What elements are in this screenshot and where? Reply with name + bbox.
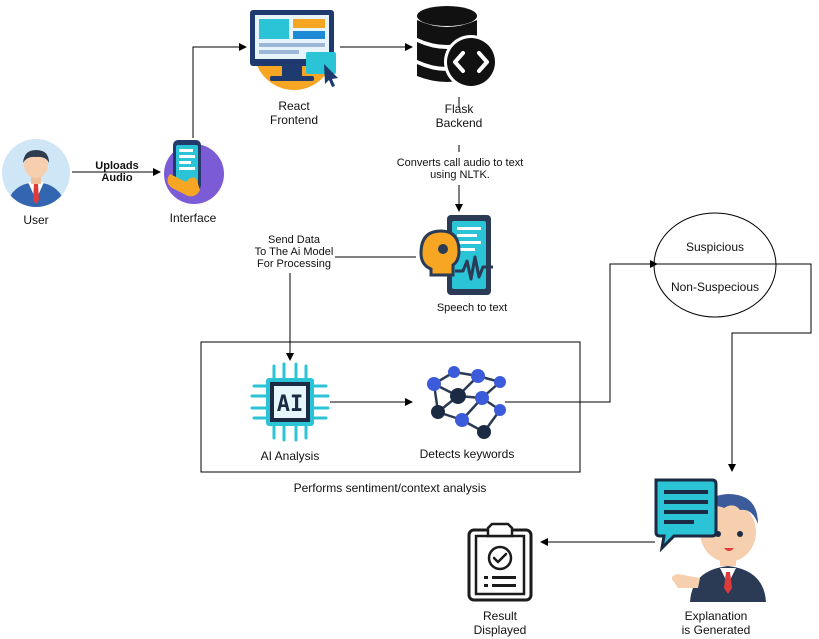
ai-chip-text: AI: [277, 392, 304, 417]
detects-keywords-label: Detects keywords: [419, 447, 515, 461]
outcome-non-suspicious: Non-Suspecious: [670, 280, 760, 294]
flask-backend-label: Flask Backend: [435, 102, 483, 130]
speech-recognition-icon: [419, 215, 493, 295]
explanation-label: Explanation is Generated: [681, 609, 751, 637]
outcome-suspicious: Suspicious: [685, 240, 745, 254]
ai-analysis-label: AI Analysis: [260, 449, 320, 463]
react-frontend-label: React Frontend: [269, 99, 319, 127]
neural-network-icon: [427, 366, 506, 439]
analysis-group-label: Performs sentiment/context analysis: [293, 481, 487, 495]
edge-label-uploads-audio: Uploads Audio: [95, 160, 139, 184]
edge-decision-explanation: [728, 263, 812, 472]
edge-interface-react: [192, 43, 247, 138]
presenter-speech-bubble-icon: [654, 478, 766, 602]
decision-ellipse: [653, 212, 777, 318]
edge-label-converts-audio: Converts call audio to text using NLTK.: [396, 157, 524, 181]
user-avatar-icon: [2, 139, 70, 207]
analysis-group-box: [200, 341, 581, 473]
interface-label: Interface: [169, 211, 217, 225]
desktop-monitor-icon: [250, 10, 338, 90]
database-code-icon: [417, 6, 498, 89]
user-label: User: [23, 213, 49, 227]
result-label: Result Displayed: [473, 609, 527, 637]
smartphone-icon: [164, 140, 224, 204]
ai-chip-icon: AI: [250, 362, 330, 442]
edge-keywords-decision: [505, 260, 658, 403]
clipboard-check-icon: [467, 522, 533, 602]
speech-to-text-label: Speech to text: [436, 302, 508, 314]
edge-label-send-data: Send Data To The Ai Model For Processing: [254, 234, 334, 270]
